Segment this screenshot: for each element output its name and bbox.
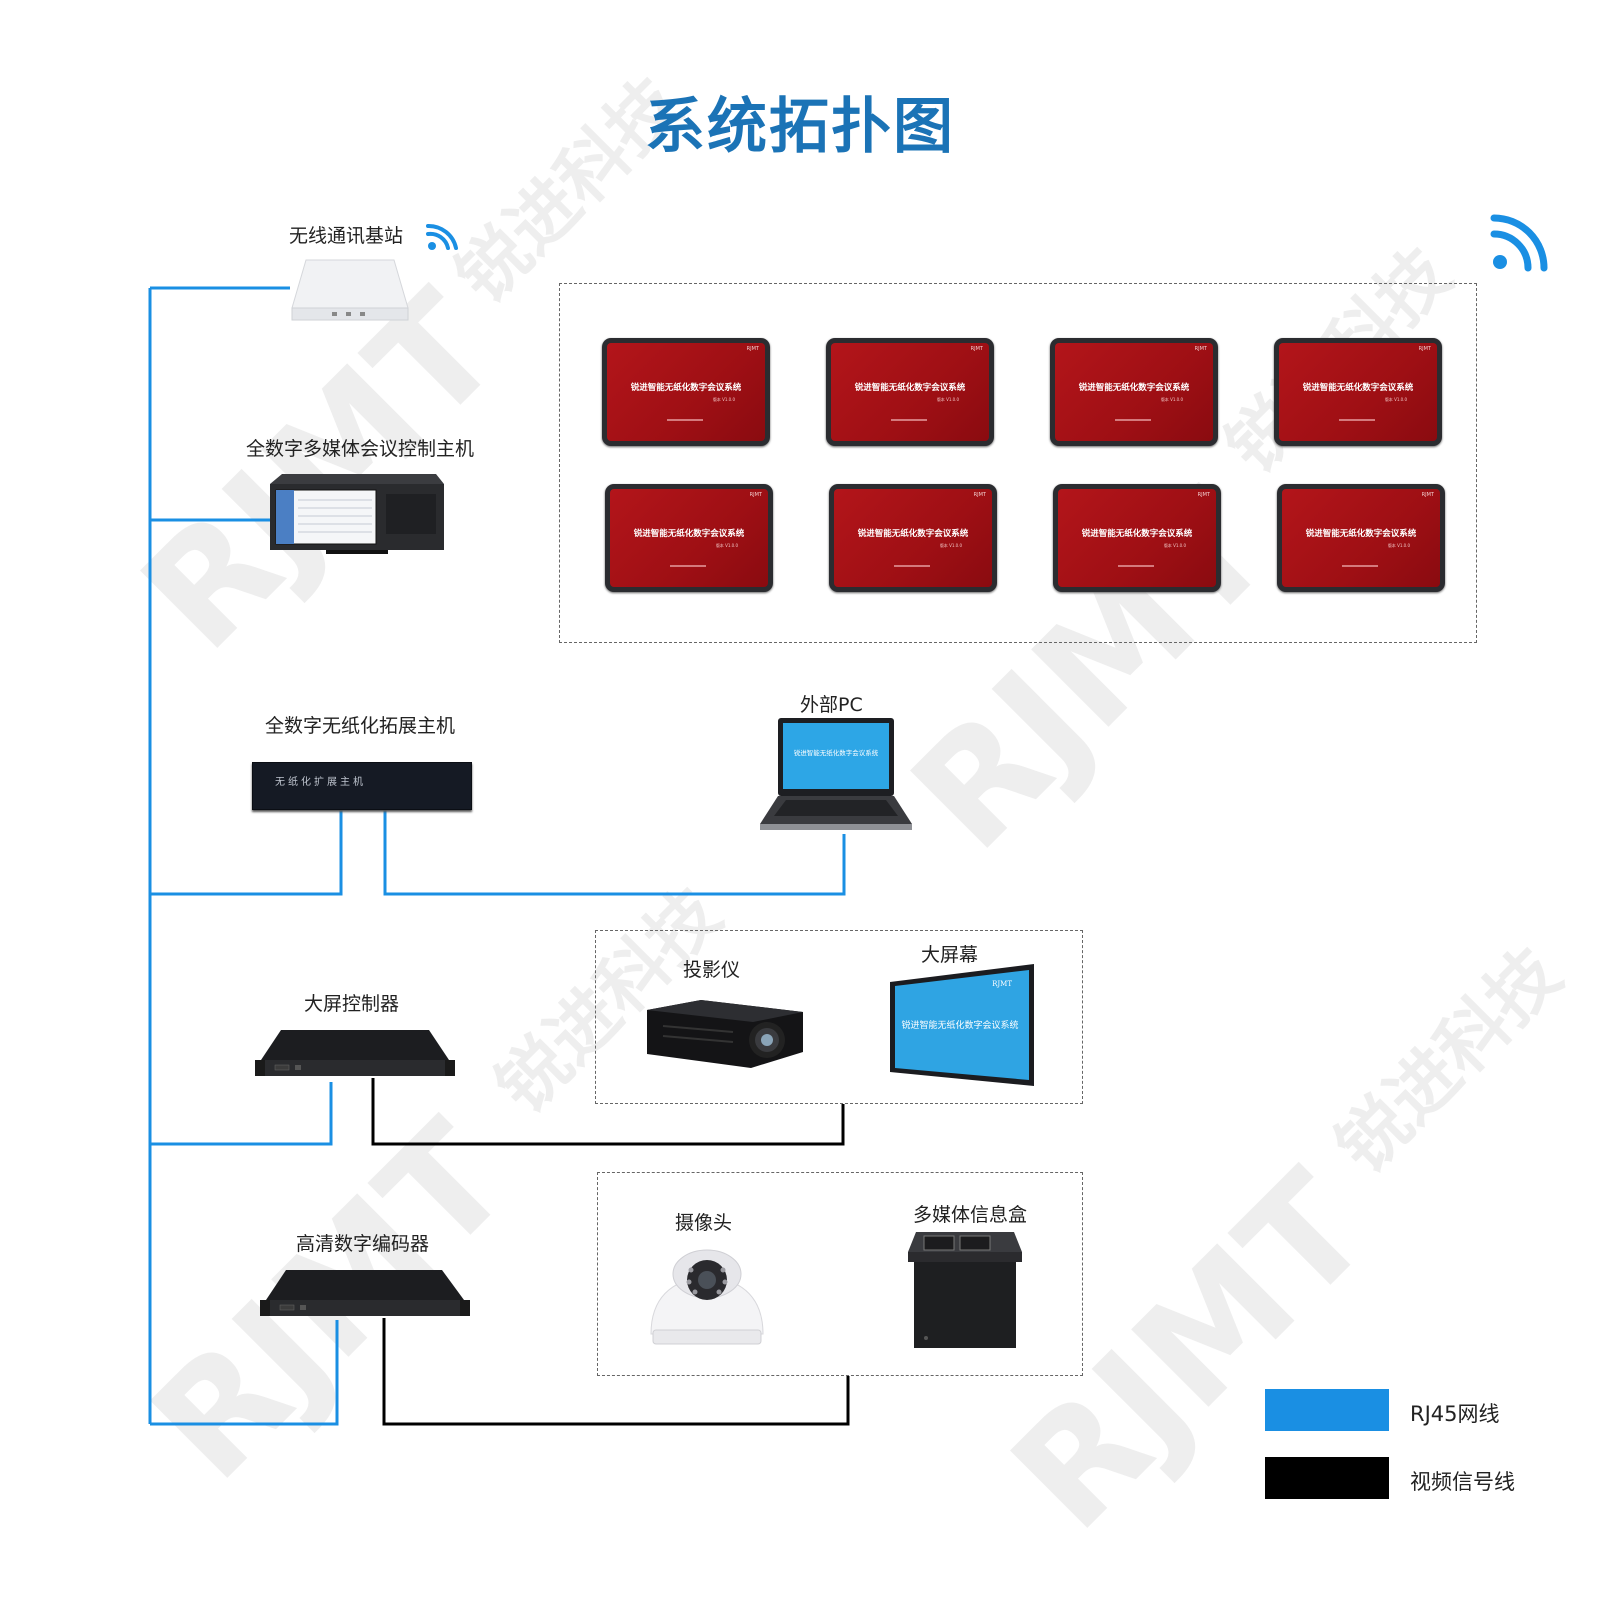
external-pc-label: 外部PC (800, 694, 863, 716)
tablet-loading-bar (1342, 565, 1378, 567)
tablet-brand: RJMT (973, 492, 986, 498)
tablet-version: 版本 V1.0.0 (1387, 543, 1410, 548)
page-title: 系统拓扑图 (645, 92, 955, 162)
wifi-icon (1490, 214, 1548, 272)
tablet-version: 版本 V1.0.0 (1160, 397, 1183, 402)
external-pc-screen-title: 锐进智能无纸化数字会议系统 (794, 748, 879, 757)
tablet-brand: RJMT (749, 492, 762, 498)
big-screen-label: 大屏幕 (921, 944, 979, 966)
tablet-screen: RJMT 锐进智能无纸化数字会议系统版本 V1.0.0 (1279, 343, 1437, 441)
camera (650, 1249, 764, 1345)
tablet-title: 锐进智能无纸化数字会议系统 (1078, 383, 1190, 393)
hd-encoder-label: 高清数字编码器 (296, 1233, 430, 1255)
tablet-version: 版本 V1.0.0 (715, 543, 738, 548)
tablet: RJMT 锐进智能无纸化数字会议系统版本 V1.0.0 (1053, 484, 1221, 592)
media-box-label: 多媒体信息盒 (913, 1204, 1028, 1226)
tablet-brand: RJMT (1197, 492, 1210, 498)
expansion-host: 无纸化扩展主机 (252, 762, 472, 810)
tablet-brand: RJMT (1418, 346, 1431, 352)
tablet: RJMT 锐进智能无纸化数字会议系统版本 V1.0.0 (1274, 338, 1442, 446)
tablet-title: 锐进智能无纸化数字会议系统 (630, 383, 742, 393)
tablet-title: 锐进智能无纸化数字会议系统 (857, 529, 969, 539)
projector (647, 1000, 803, 1068)
tablet: RJMT 锐进智能无纸化数字会议系统版本 V1.0.0 (829, 484, 997, 592)
external-pc: 锐进智能无纸化数字会议系统 (760, 718, 912, 830)
tablet: RJMT 锐进智能无纸化数字会议系统版本 V1.0.0 (602, 338, 770, 446)
big-screen-title: 锐进智能无纸化数字会议系统 (901, 1019, 1018, 1031)
display-group (595, 930, 1083, 1104)
tablet-title: 锐进智能无纸化数字会议系统 (1081, 529, 1193, 539)
rj45-lines (148, 286, 846, 1426)
control-host (270, 474, 444, 554)
tablet-screen: RJMT 锐进智能无纸化数字会议系统版本 V1.0.0 (1055, 343, 1213, 441)
video-lines (371, 1078, 850, 1426)
tablet-title: 锐进智能无纸化数字会议系统 (854, 383, 966, 393)
camera-label: 摄像头 (675, 1212, 733, 1234)
tablet-title: 锐进智能无纸化数字会议系统 (1305, 529, 1417, 539)
tablet-brand: RJMT (970, 346, 983, 352)
tablet-loading-bar (670, 565, 706, 567)
tablet-brand: RJMT (746, 346, 759, 352)
wireless-base-station-label: 无线通讯基站 (289, 225, 404, 247)
tablet-screen: RJMT 锐进智能无纸化数字会议系统版本 V1.0.0 (1282, 489, 1440, 587)
tablet-loading-bar (1115, 419, 1151, 421)
screen-controller-label: 大屏控制器 (304, 993, 400, 1015)
big-screen-brand: RJMT (992, 980, 1012, 988)
tablet: RJMT 锐进智能无纸化数字会议系统版本 V1.0.0 (826, 338, 994, 446)
tablet-brand: RJMT (1421, 492, 1434, 498)
wireless-base-station (291, 259, 409, 321)
tablet-group (559, 283, 1477, 643)
tablet-loading-bar (894, 565, 930, 567)
legend-video-label: 视频信号线 (1410, 1470, 1515, 1494)
tablet-loading-bar (1118, 565, 1154, 567)
tablet-title: 锐进智能无纸化数字会议系统 (1302, 383, 1414, 393)
tablet-brand: RJMT (1194, 346, 1207, 352)
tablet-screen: RJMT 锐进智能无纸化数字会议系统版本 V1.0.0 (831, 343, 989, 441)
tablet-version: 版本 V1.0.0 (712, 397, 735, 402)
wifi-icon (426, 223, 458, 250)
hd-encoder (260, 1270, 470, 1316)
expansion-host-label: 全数字无纸化拓展主机 (265, 715, 456, 737)
tablet-screen: RJMT 锐进智能无纸化数字会议系统版本 V1.0.0 (607, 343, 765, 441)
expansion-host-panel-text: 无纸化扩展主机 (275, 777, 366, 788)
tablet-loading-bar (891, 419, 927, 421)
tablet-loading-bar (667, 419, 703, 421)
tablet-title: 锐进智能无纸化数字会议系统 (633, 529, 745, 539)
control-host-label: 全数字多媒体会议控制主机 (246, 438, 475, 460)
media-box (908, 1232, 1022, 1348)
input-group (597, 1172, 1083, 1376)
tablet: RJMT 锐进智能无纸化数字会议系统版本 V1.0.0 (1277, 484, 1445, 592)
legend-rj45-label: RJ45网线 (1410, 1402, 1500, 1426)
tablet-version: 版本 V1.0.0 (1384, 397, 1407, 402)
big-screen: RJMT 锐进智能无纸化数字会议系统 (890, 964, 1034, 1086)
tablet-version: 版本 V1.0.0 (1163, 543, 1186, 548)
projector-label: 投影仪 (683, 959, 741, 981)
tablet: RJMT 锐进智能无纸化数字会议系统版本 V1.0.0 (605, 484, 773, 592)
tablet-version: 版本 V1.0.0 (936, 397, 959, 402)
tablet-screen: RJMT 锐进智能无纸化数字会议系统版本 V1.0.0 (1058, 489, 1216, 587)
tablet: RJMT 锐进智能无纸化数字会议系统版本 V1.0.0 (1050, 338, 1218, 446)
screen-controller (255, 1030, 455, 1076)
tablet-screen: RJMT 锐进智能无纸化数字会议系统版本 V1.0.0 (834, 489, 992, 587)
tablet-screen: RJMT 锐进智能无纸化数字会议系统版本 V1.0.0 (610, 489, 768, 587)
tablet-version: 版本 V1.0.0 (939, 543, 962, 548)
legend-video-swatch (1265, 1457, 1389, 1499)
tablet-loading-bar (1339, 419, 1375, 421)
legend-rj45-swatch (1265, 1389, 1389, 1431)
